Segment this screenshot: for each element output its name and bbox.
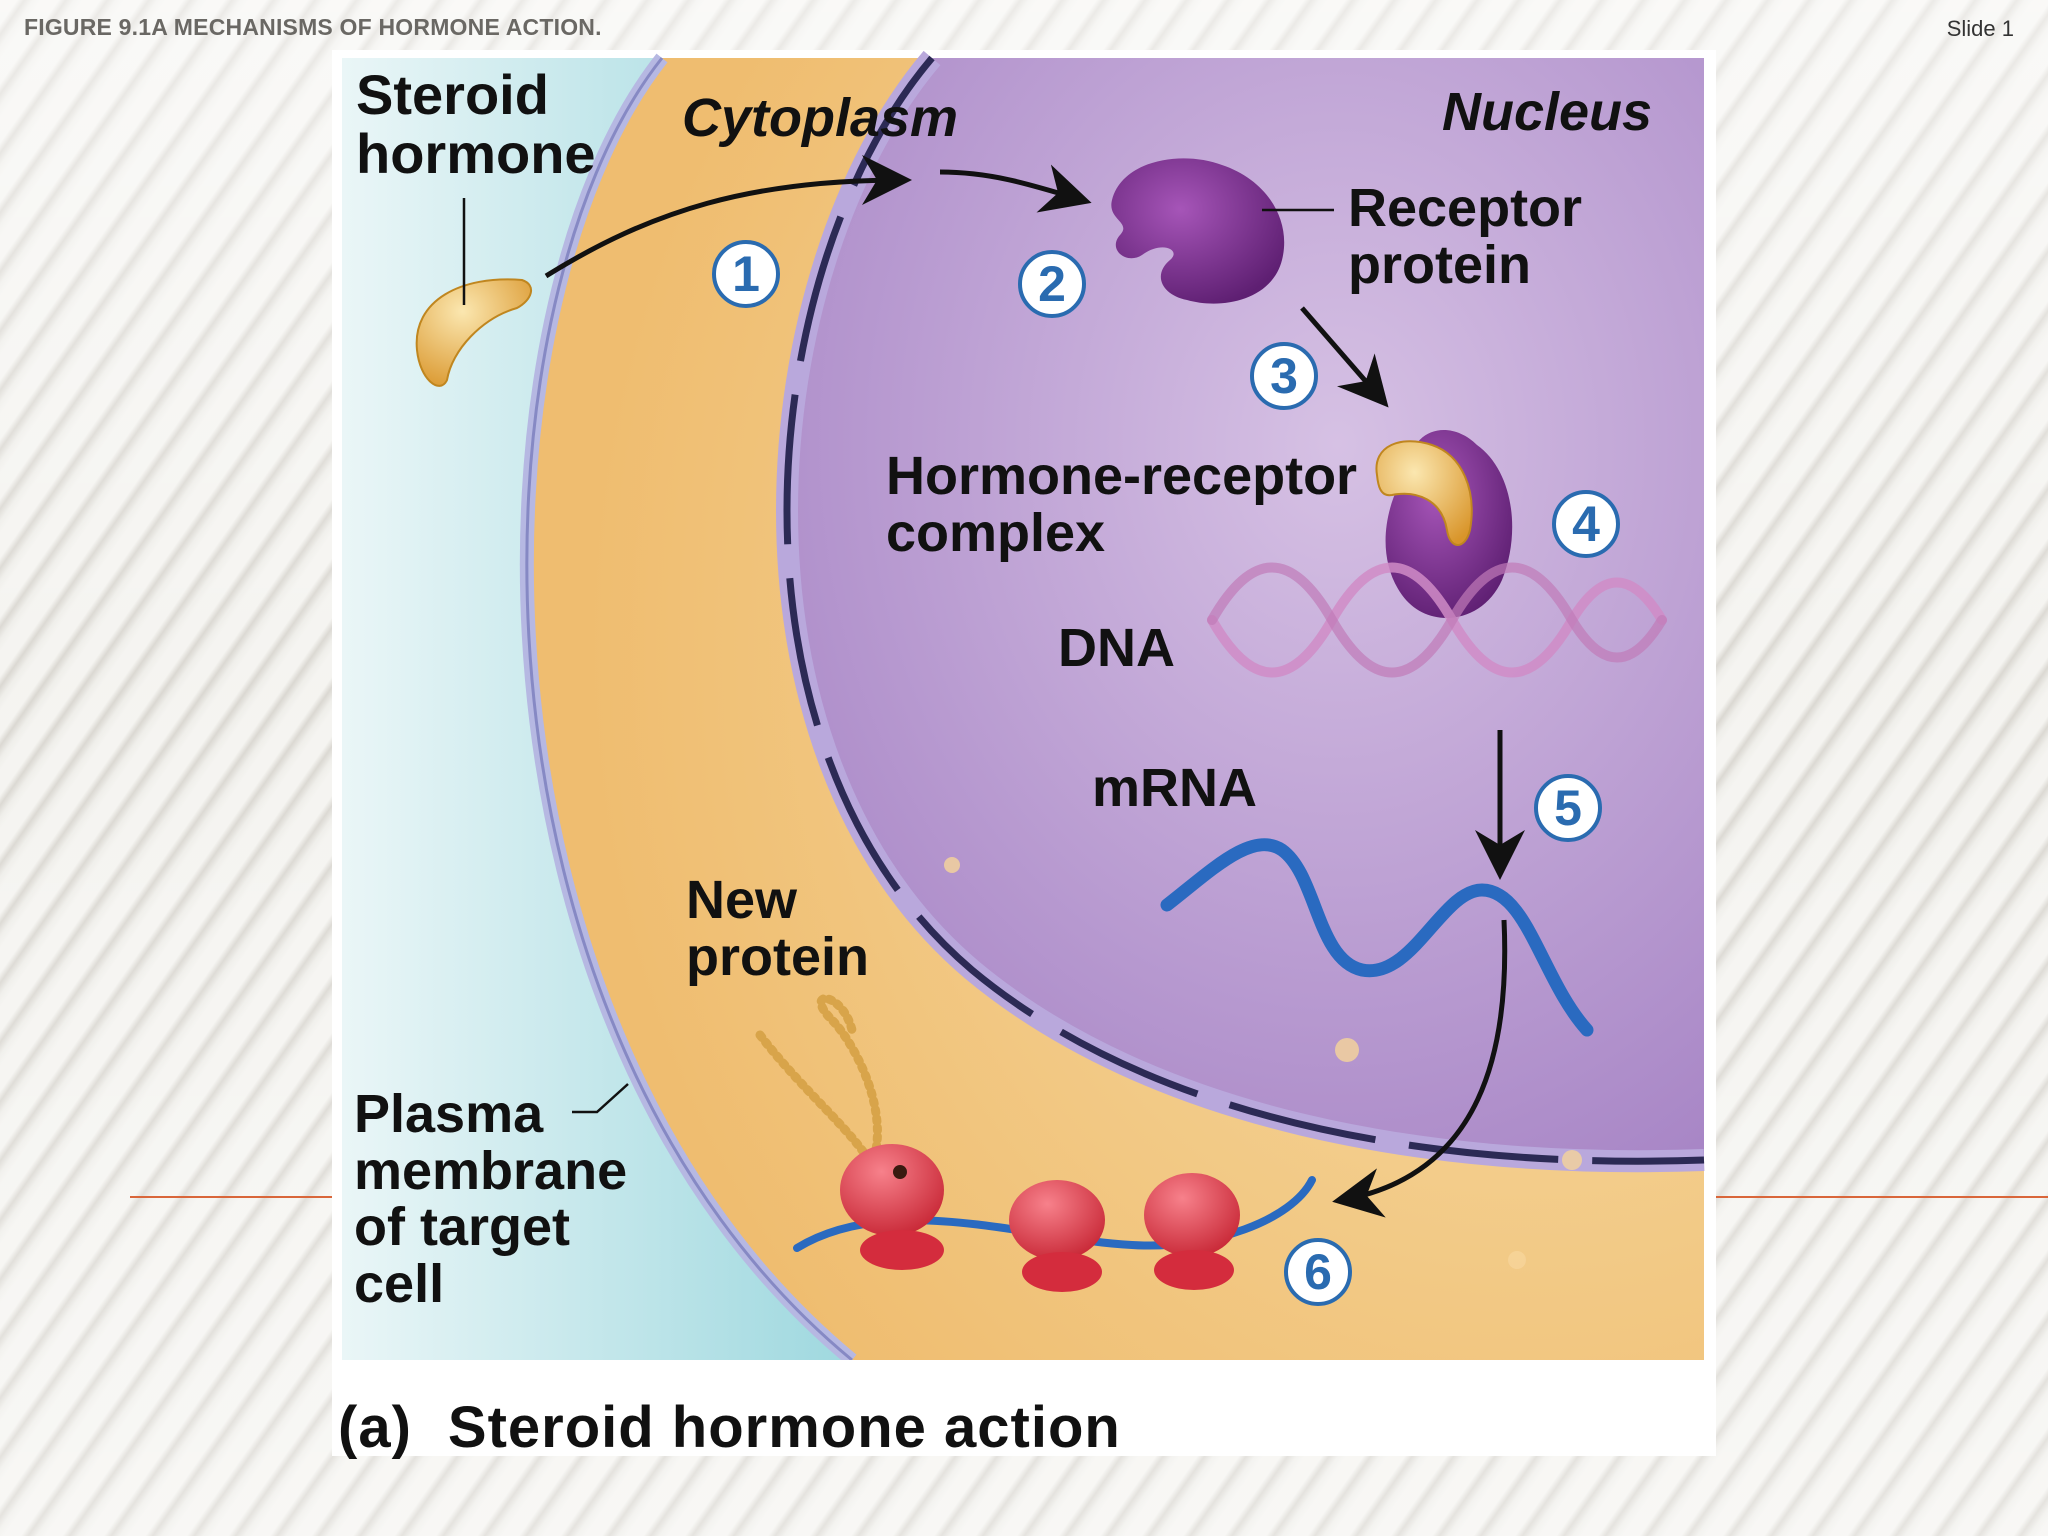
arrow-hormone-enters-cell: [544, 155, 912, 279]
ribosome-2-small-subunit: [1022, 1252, 1102, 1292]
cytoplasm-granules: [944, 857, 1582, 1269]
arrow-hormone-enters-nucleus: [939, 164, 1092, 213]
label-new-protein: New protein: [686, 870, 869, 987]
arrow-receptor-binds-hormone: [1300, 306, 1389, 408]
step-1-marker: 1: [712, 240, 780, 308]
mrna-strand: [1160, 838, 1594, 1037]
accent-rule-right: [1716, 1196, 2048, 1198]
accent-rule-left: [130, 1196, 332, 1198]
step-6-marker: 6: [1284, 1238, 1352, 1306]
figure-caption: (a) Steroid hormone action: [338, 1394, 1121, 1461]
hormone-action-diagram: [332, 50, 1716, 1456]
step-5-marker: 5: [1534, 774, 1602, 842]
ribosomes: [840, 1144, 1240, 1292]
label-dna: DNA: [1058, 618, 1175, 678]
receptor-protein-molecule: [1111, 158, 1285, 304]
plasma-membrane-leader-line: [572, 1083, 629, 1114]
label-plasma-membrane: Plasma membrane of target cell: [354, 1084, 628, 1315]
steroid-hormone-molecule: [415, 278, 532, 387]
label-hormone-receptor-complex: Hormone-receptor complex: [886, 446, 1358, 563]
caption-letter: (a): [338, 1395, 412, 1460]
ribosome-3-small-subunit: [1154, 1250, 1234, 1290]
slide-number: Slide 1: [1946, 16, 2014, 41]
caption-area: [332, 1360, 1716, 1456]
ribosome-2: [1009, 1180, 1105, 1260]
arrow-mrna-to-ribosomes: [1332, 919, 1508, 1218]
caption-text: Steroid hormone action: [447, 1395, 1121, 1460]
hormone-receptor-complex-hormone: [1375, 440, 1473, 546]
label-cytoplasm: Cytoplasm: [682, 88, 959, 148]
ribosome-1: [840, 1144, 944, 1236]
ribosome-3: [1144, 1173, 1240, 1257]
label-receptor-protein: Receptor protein: [1348, 178, 1583, 295]
step-2-marker: 2: [1018, 250, 1086, 318]
plasma-membrane-edge: [525, 57, 853, 1362]
new-protein-chain: [755, 994, 882, 1176]
protein-exit-site: [893, 1165, 907, 1179]
slide-title: FIGURE 9.1A MECHANISMS OF HORMONE ACTION…: [24, 14, 602, 40]
dna-helix: [1207, 562, 1667, 678]
nuclear-envelope: [783, 55, 1705, 1165]
ribosome-1-small-subunit: [860, 1230, 944, 1270]
step-3-marker: 3: [1250, 342, 1318, 410]
label-mrna: mRNA: [1092, 758, 1258, 818]
figure-panel: Steroid hormone Cytoplasm Nucleus Recept…: [332, 50, 1716, 1460]
label-steroid-hormone: Steroid hormone: [356, 63, 596, 185]
step-4-marker: 4: [1552, 490, 1620, 558]
label-nucleus: Nucleus: [1442, 82, 1653, 142]
